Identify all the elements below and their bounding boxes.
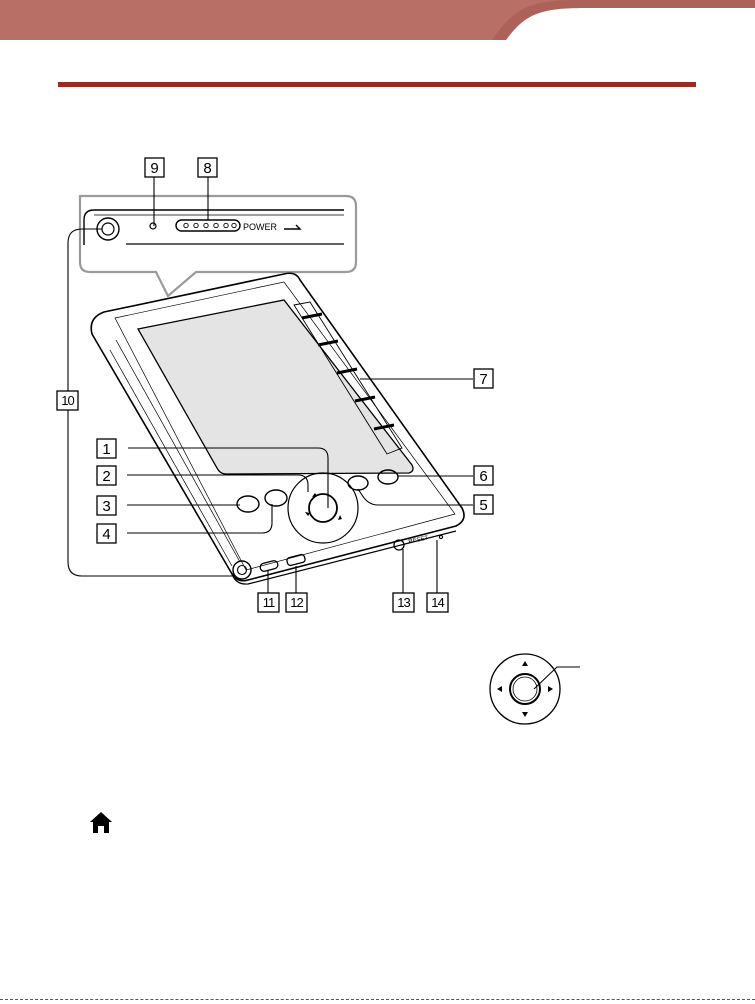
svg-text:5: 5 <box>479 497 487 514</box>
svg-text:10: 10 <box>61 393 74 408</box>
callout-7: 7 <box>474 369 493 388</box>
callout-6: 6 <box>474 466 493 485</box>
arrow-left-icon <box>497 686 502 692</box>
svg-text:8: 8 <box>203 160 211 177</box>
callout-4: 4 <box>97 524 116 543</box>
home-icon <box>90 812 112 833</box>
header-tab <box>506 8 755 40</box>
joystick-detail-center-inner <box>513 677 537 701</box>
power-label: POWER <box>243 222 278 232</box>
joystick-detail-arrows <box>497 661 553 717</box>
callout-13: 13 <box>393 593 414 612</box>
callout-1: 1 <box>97 439 116 458</box>
page-header <box>0 0 755 87</box>
page-bottom-dashed-edge <box>0 999 755 1000</box>
callout-10: 10 <box>57 391 78 410</box>
arrow-up-icon <box>522 661 528 666</box>
callout-8: 8 <box>198 158 217 177</box>
svg-text:9: 9 <box>150 160 158 177</box>
svg-text:4: 4 <box>102 526 110 543</box>
device-body <box>91 273 464 584</box>
svg-text:13: 13 <box>397 595 410 610</box>
svg-text:6: 6 <box>479 468 487 485</box>
callout-2: 2 <box>97 466 116 485</box>
svg-text:7: 7 <box>479 371 487 388</box>
svg-text:1: 1 <box>102 441 110 458</box>
callout-12: 12 <box>286 593 307 612</box>
svg-text:14: 14 <box>431 595 444 610</box>
top-detail-view <box>80 196 356 296</box>
svg-text:3: 3 <box>102 498 110 515</box>
svg-text:2: 2 <box>102 468 110 485</box>
callout-11: 11 <box>258 593 279 612</box>
callout-3: 3 <box>97 496 116 515</box>
callout-9: 9 <box>145 158 164 177</box>
detail-frame <box>80 196 356 296</box>
reset-hole <box>439 535 442 538</box>
callout-14: 14 <box>427 593 448 612</box>
joystick-detail-center <box>510 674 540 704</box>
svg-text:12: 12 <box>290 595 303 610</box>
svg-text:11: 11 <box>263 595 275 610</box>
title-rule <box>58 82 696 87</box>
callout-5: 5 <box>474 495 493 514</box>
arrow-right-icon <box>548 686 553 692</box>
arrow-down-icon <box>522 712 528 717</box>
